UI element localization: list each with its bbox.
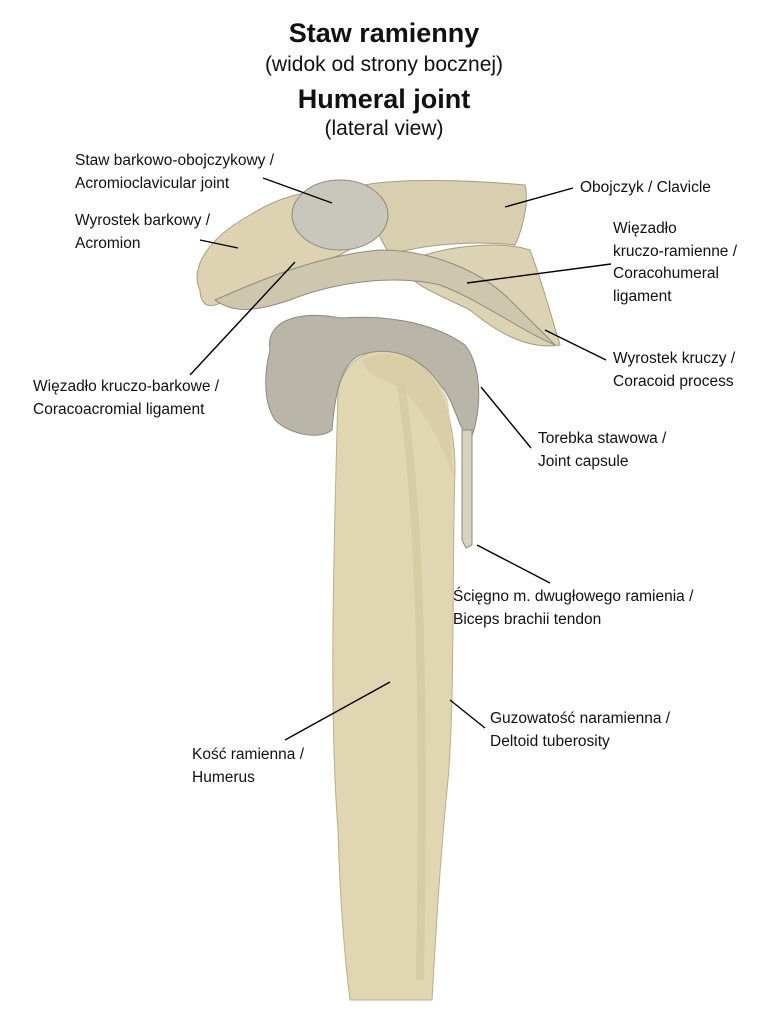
label-coracoacromial-ligament: Więzadło kruczo-barkowe / Coracoacromial…	[33, 376, 219, 421]
label-line: Coracoacromial ligament	[33, 400, 205, 418]
acromioclavicular-joint	[291, 179, 389, 251]
title-english: Humeral joint	[297, 84, 471, 114]
label-coracohumeral-ligament: Więzadło kruczo-ramienne / Coracohumeral…	[613, 218, 737, 308]
leader-acromioclavicular	[262, 177, 333, 204]
label-humerus: Kość ramienna / Humerus	[192, 744, 304, 789]
leader-deltoid	[449, 699, 486, 729]
label-line: Więzadło kruczo-barkowe /	[33, 378, 220, 395]
label-acromioclavicular-joint: Staw barkowo-obojczykowy / Acromioclavic…	[75, 150, 274, 195]
label-line: Acromion	[75, 234, 141, 252]
label-line: kruczo-ramienne /	[613, 242, 738, 260]
label-line: Deltoid tuberosity	[490, 732, 610, 750]
label-line: Więzadło	[613, 220, 677, 237]
leader-humerus	[284, 681, 391, 741]
label-line: Wyrostek barkowy /	[75, 212, 211, 229]
label-biceps-tendon: Ścięgno m. dwugłowego ramienia / Biceps …	[453, 586, 693, 631]
label-line: ligament	[613, 287, 672, 305]
leader-lines	[189, 177, 612, 741]
label-line: Coracoid process	[613, 372, 734, 390]
label-line: Torebka stawowa /	[538, 430, 667, 447]
leader-capsule	[480, 386, 532, 449]
leader-clavicle	[504, 187, 574, 208]
label-line: Guzowatość naramienna /	[490, 710, 671, 727]
clavicle	[364, 179, 527, 256]
coracoacromial-ligament	[214, 249, 556, 346]
leader-acromion	[199, 239, 239, 249]
label-joint-capsule: Torebka stawowa / Joint capsule	[538, 428, 666, 473]
label-acromion: Wyrostek barkowy / Acromion	[75, 210, 210, 255]
title-polish: Staw ramienny	[288, 18, 480, 48]
subtitle-english: (lateral view)	[324, 117, 444, 140]
label-line: Ścięgno m. dwugłowego ramienia /	[453, 588, 694, 605]
leader-coracoid	[544, 329, 607, 361]
subtitle-polish: (widok od strony bocznej)	[264, 53, 504, 76]
label-line: Obojczyk / Clavicle	[580, 179, 711, 196]
humerus-shaft	[332, 348, 456, 1001]
label-clavicle: Obojczyk / Clavicle	[580, 177, 711, 200]
label-line: Staw barkowo-obojczykowy /	[75, 152, 274, 169]
label-line: Wyrostek kruczy /	[613, 350, 736, 367]
label-line: Humerus	[192, 768, 255, 786]
leader-coracoacromial	[189, 261, 296, 376]
leader-biceps	[476, 544, 551, 584]
label-line: Acromioclavicular joint	[75, 174, 230, 192]
label-line: Joint capsule	[538, 452, 629, 470]
label-line: Biceps brachii tendon	[453, 610, 602, 628]
label-line: Kość ramienna /	[192, 746, 304, 763]
label-line: Coracohumeral	[613, 265, 719, 282]
leader-coracohumeral	[466, 263, 612, 284]
label-deltoid-tuberosity: Guzowatość naramienna / Deltoid tuberosi…	[490, 708, 670, 753]
biceps-tendon	[461, 429, 473, 549]
label-coracoid-process: Wyrostek kruczy / Coracoid process	[613, 348, 735, 393]
joint-capsule	[265, 314, 480, 441]
